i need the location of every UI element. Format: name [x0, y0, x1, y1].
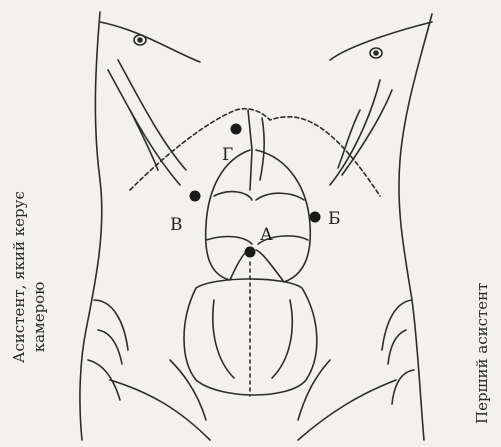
port-g-dot — [231, 124, 242, 135]
port-b-dot — [310, 212, 321, 223]
camera-assistant-label-line2: камерою — [30, 267, 48, 367]
camera-assistant-label-line1: Асистент, який керує — [10, 231, 28, 363]
port-a-label: А — [260, 225, 273, 245]
first-assistant-label: Перший асистент — [473, 284, 491, 424]
port-v-label: В — [170, 215, 183, 235]
port-a-dot — [245, 247, 256, 258]
torso-right-contour — [399, 14, 432, 440]
port-b-label: Б — [328, 209, 341, 229]
costal-arch — [130, 109, 380, 196]
rectus-right — [256, 150, 310, 282]
port-v-dot — [190, 191, 201, 202]
rectus-left — [206, 150, 250, 280]
chest-line-left — [100, 22, 200, 62]
torso-left-contour — [80, 12, 102, 440]
port-g-label: Г — [222, 145, 233, 165]
